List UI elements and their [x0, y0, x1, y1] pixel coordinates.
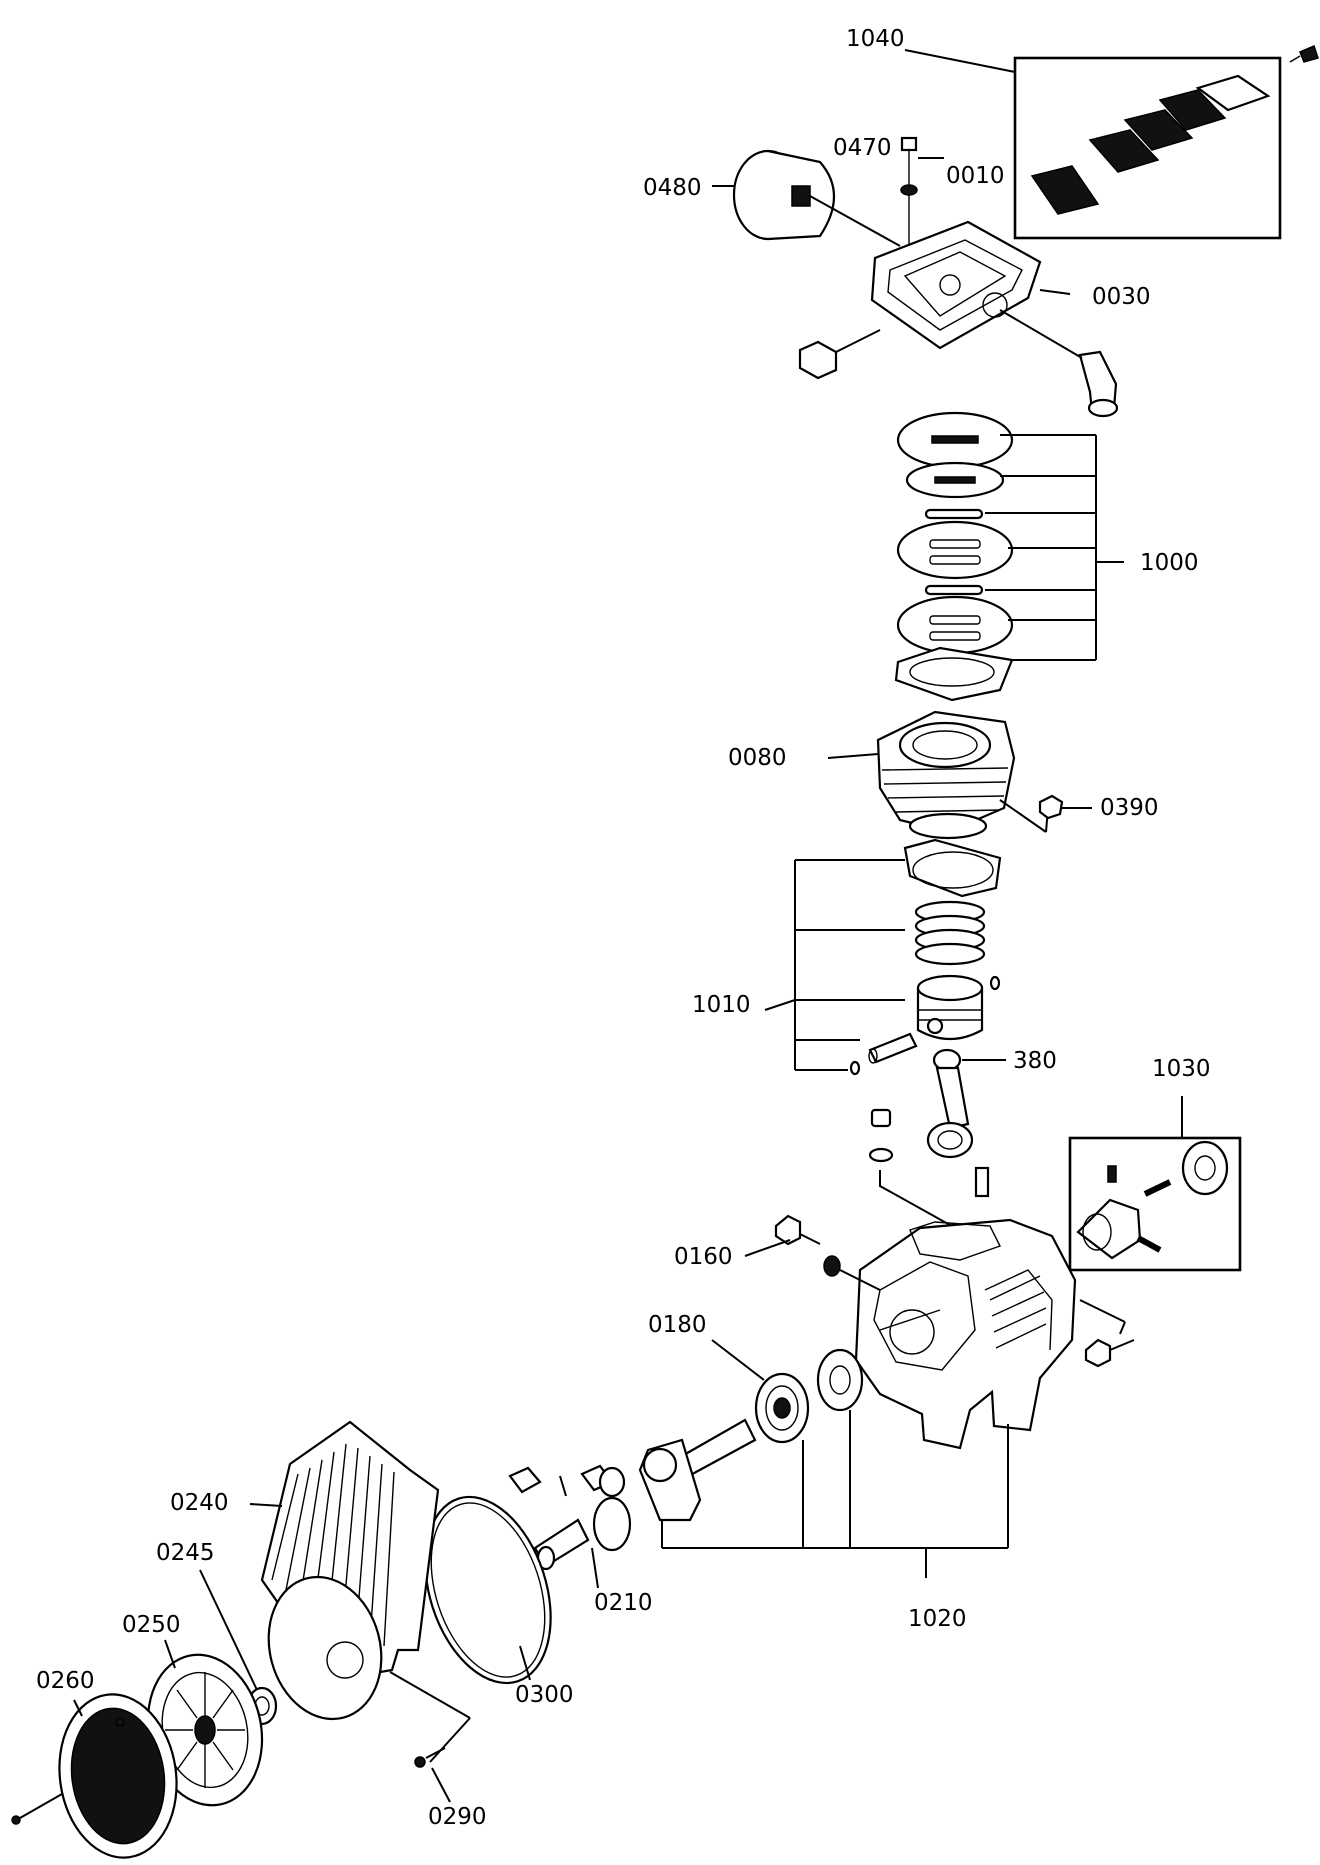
crankcase: [854, 1218, 1126, 1450]
label-0245: 0245: [156, 1540, 215, 1566]
label-1010: 1010: [692, 992, 751, 1018]
cylinder-0080: [827, 710, 1049, 840]
label-0210: 0210: [594, 1590, 653, 1616]
plug-0390: [1038, 794, 1092, 820]
label-1020: 1020: [908, 1606, 967, 1632]
cylinder-gasket: [903, 838, 1002, 898]
crankshaft-group-1020: [638, 1339, 1009, 1578]
label-0260: 0260: [36, 1668, 95, 1694]
kit-1040: [904, 44, 1319, 240]
valve-plates: [894, 411, 1014, 702]
gasket-0300: [424, 1495, 552, 1685]
piston-kit-1010: [764, 838, 1002, 1076]
elbow-fitting: [999, 309, 1119, 418]
label-0180: 0180: [648, 1312, 707, 1338]
kit-1040-frame: [1013, 56, 1282, 240]
flange-0210: [508, 1464, 632, 1589]
crankshaft: [638, 1418, 757, 1522]
reed-valves: [1030, 74, 1271, 215]
seal-ring: [816, 1348, 864, 1412]
fan-cover-0240: [249, 1420, 471, 1763]
air-filter-0480: [732, 149, 901, 247]
kit-1030-frame: [1068, 1136, 1242, 1272]
kit-1030: [1068, 1096, 1242, 1272]
label-0250: 0250: [122, 1612, 181, 1638]
label-1030: 1030: [1152, 1056, 1211, 1082]
valve-plate-stack-1000: [894, 411, 1124, 702]
cylinder-head-0030: [870, 220, 1071, 350]
bracket-1020: [661, 1410, 1009, 1578]
label-0470: 0470: [833, 135, 892, 161]
bearing-0180: [711, 1339, 810, 1444]
label-0240: 0240: [170, 1490, 229, 1516]
guard-0260: [11, 1693, 178, 1859]
bolt-0160: [744, 1214, 881, 1291]
oil-plug: [868, 1108, 951, 1226]
bracket-1000: [985, 434, 1124, 661]
leader-1040: [904, 49, 1016, 73]
wrist-pin: [849, 1032, 918, 1076]
label-380: 380: [1013, 1048, 1057, 1074]
piston-rings: [914, 900, 986, 966]
label-0290: 0290: [428, 1804, 487, 1830]
label-0010: 0010: [946, 163, 1005, 189]
label-0030: 0030: [1092, 284, 1151, 310]
connecting-rod-380: [926, 1048, 1006, 1159]
label-0080: 0080: [728, 745, 787, 771]
crankcase-bolt-right: [1084, 1338, 1135, 1368]
cylinder-head-assembly: [732, 136, 1119, 418]
bracket-1010: [764, 859, 905, 1071]
label-1040: 1040: [846, 26, 905, 52]
kit-screw: [1289, 44, 1319, 63]
screw-0290: [414, 1747, 451, 1803]
bolt-0470: [900, 136, 944, 248]
label-1000: 1000: [1140, 550, 1199, 576]
label-0160: 0160: [674, 1244, 733, 1270]
label-0300: 0300: [515, 1682, 574, 1708]
label-0480: 0480: [643, 175, 702, 201]
label-0390: 0390: [1100, 795, 1159, 821]
piston: [916, 974, 1001, 1040]
part-labels: 1040 0470 0010 0480 0030 1000 0080 0390 …: [36, 26, 1211, 1830]
dipstick-pin: [974, 1166, 990, 1198]
head-plug-left: [798, 329, 881, 380]
